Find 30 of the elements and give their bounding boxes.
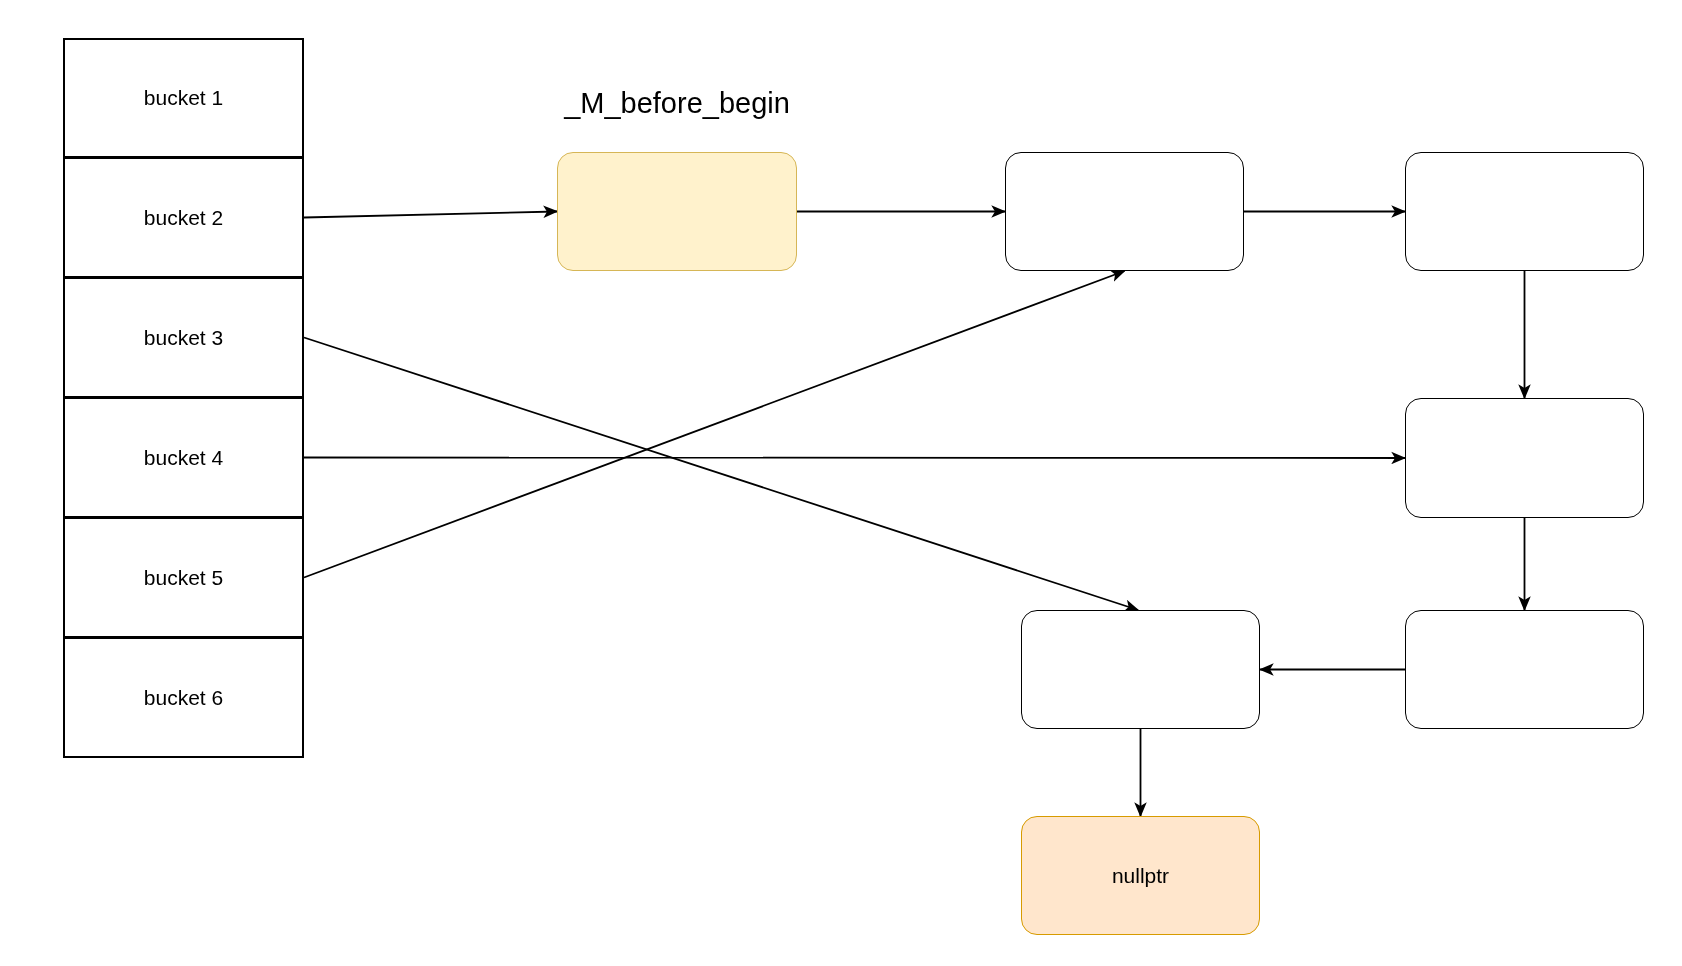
arrow xyxy=(1518,270,1531,400)
bucket-cell xyxy=(63,397,304,518)
node-heading: _M_before_begin xyxy=(562,87,791,120)
bucket-cell xyxy=(63,38,304,158)
list-node xyxy=(1021,610,1260,729)
arrow xyxy=(1134,728,1147,818)
list-node xyxy=(1005,152,1244,271)
node-label: nullptr xyxy=(1111,863,1170,888)
null-node xyxy=(1021,816,1260,935)
bucket-label: bucket 1 xyxy=(143,86,224,110)
arrow xyxy=(1258,663,1406,676)
bucket-label: bucket 2 xyxy=(143,205,224,230)
list-node xyxy=(1405,398,1644,518)
bucket-cell xyxy=(63,277,304,398)
bucket-label: bucket 6 xyxy=(143,685,224,710)
bucket-cell xyxy=(63,517,304,638)
arrow xyxy=(303,336,1140,612)
arrow xyxy=(303,451,1407,465)
list-node xyxy=(1405,610,1644,729)
bucket-cell xyxy=(63,637,304,758)
bucket-label: bucket 4 xyxy=(143,445,224,470)
bucket-cell xyxy=(63,157,304,278)
arrow xyxy=(796,205,1007,218)
list-node xyxy=(1405,152,1644,271)
arrow xyxy=(303,269,1126,579)
bucket-label: bucket 3 xyxy=(143,325,224,350)
arrow xyxy=(303,205,559,219)
arrow xyxy=(1243,205,1407,218)
arrow xyxy=(1518,517,1531,612)
bucket-label: bucket 5 xyxy=(143,565,224,590)
